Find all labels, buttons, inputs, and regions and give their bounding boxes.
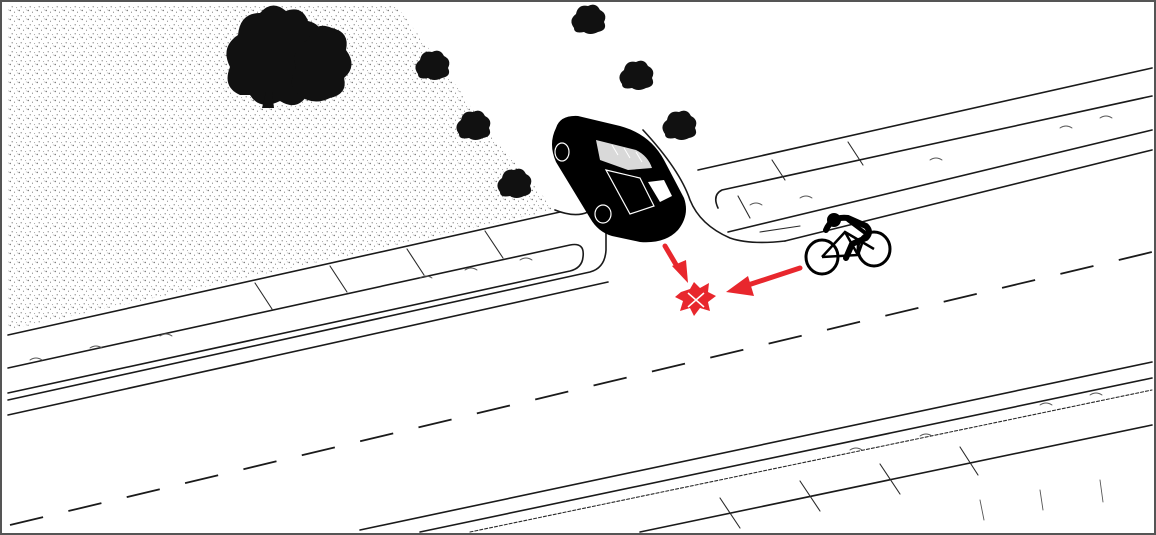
collision-scene	[0, 0, 1156, 535]
